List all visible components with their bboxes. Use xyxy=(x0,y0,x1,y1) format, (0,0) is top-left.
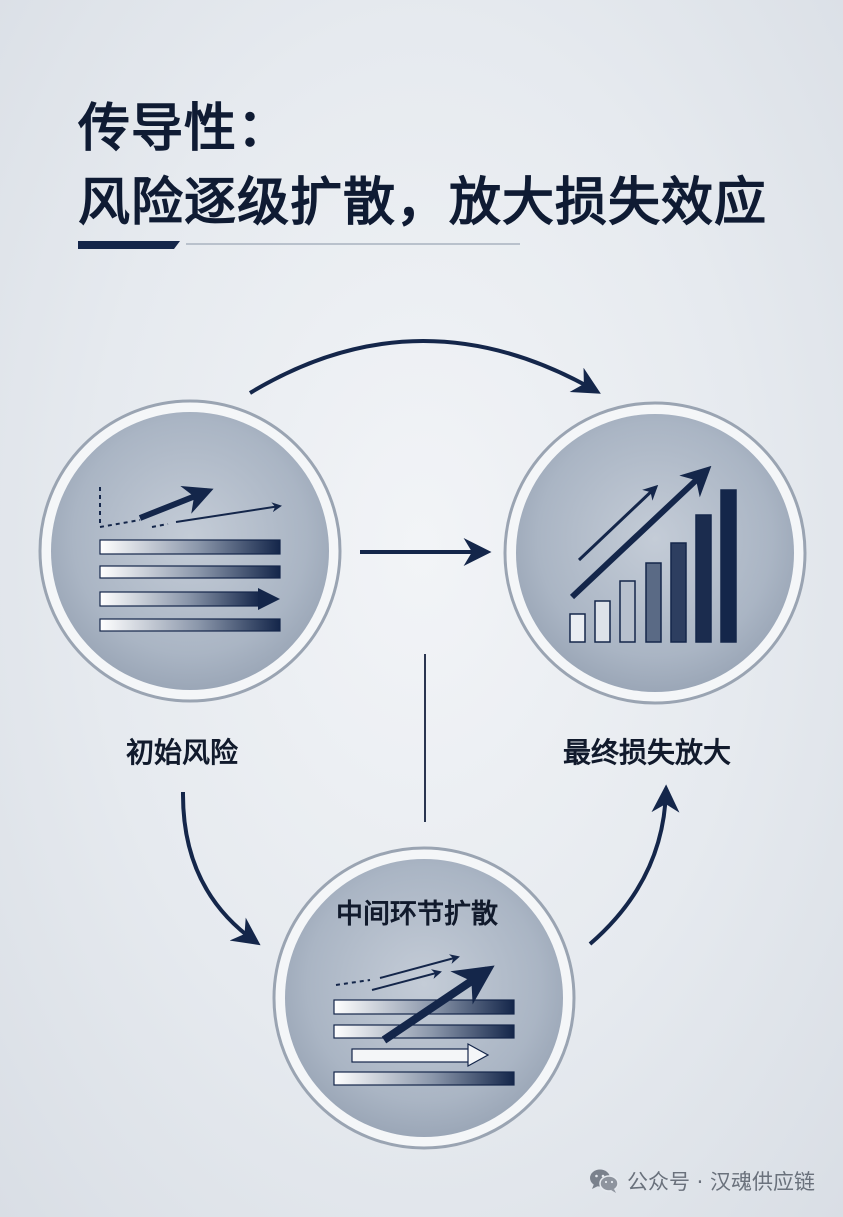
footer: 公众号 · 汉魂供应链 xyxy=(589,1166,815,1196)
initial-risk-node xyxy=(38,399,342,703)
footer-text: 公众号 · 汉魂供应链 xyxy=(626,1170,815,1194)
middle-diffusion-node xyxy=(272,846,576,1150)
middle-diffusion-icon xyxy=(333,954,515,1086)
initial-risk-label: 初始风险 xyxy=(126,736,239,769)
top-curved-arrow xyxy=(248,339,601,395)
rising-bar-chart-icon xyxy=(569,465,737,643)
title-underline xyxy=(78,241,520,249)
title-line-2: 风险逐级扩散，放大损失效应 xyxy=(78,173,768,233)
title-line-1: 传导性： xyxy=(78,99,291,159)
left-curved-arrow xyxy=(180,791,261,946)
final-loss-node xyxy=(503,401,807,705)
final-loss-label: 最终损失放大 xyxy=(563,736,732,769)
initial-risk-icon xyxy=(99,485,282,632)
wechat-icon xyxy=(589,1168,619,1194)
middle-diffusion-label: 中间环节扩散 xyxy=(336,899,498,930)
right-curved-arrow xyxy=(588,784,680,946)
